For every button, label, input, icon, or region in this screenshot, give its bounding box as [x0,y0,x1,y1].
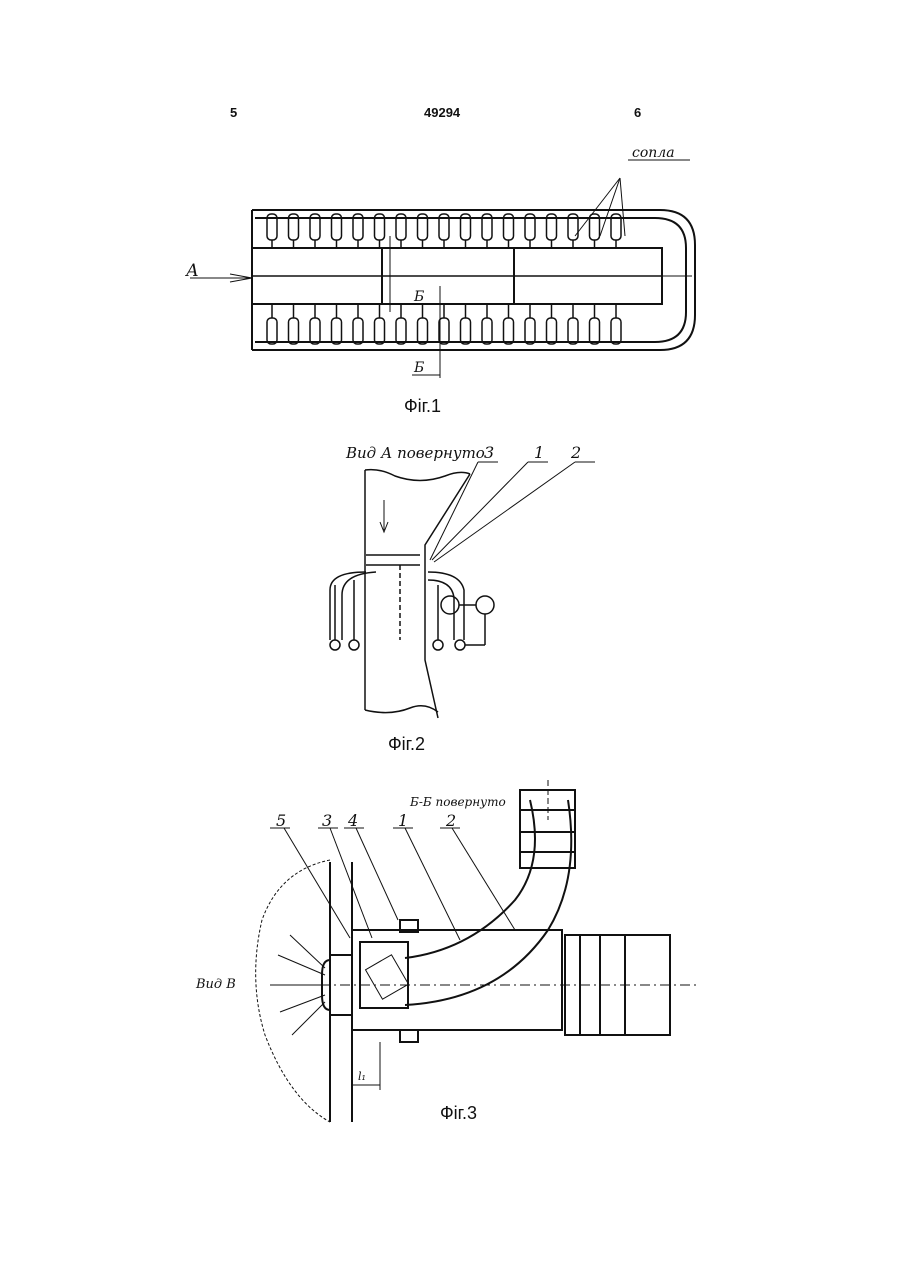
fig3-view-b-label: Вид В [195,977,236,992]
fig3-callout-4: 4 [347,811,358,830]
fig3-section-label: Б-Б повернуто [409,795,506,809]
fig3-dimension-l: l₁ [358,1070,366,1083]
fig3-callout-1: 1 [398,811,408,830]
fig3-callout-2: 2 [445,811,456,830]
figure-3-caption: Фіг.3 [440,1103,477,1124]
fig3-callout-3: 3 [322,811,332,830]
fig3-callout-5: 5 [276,811,286,830]
